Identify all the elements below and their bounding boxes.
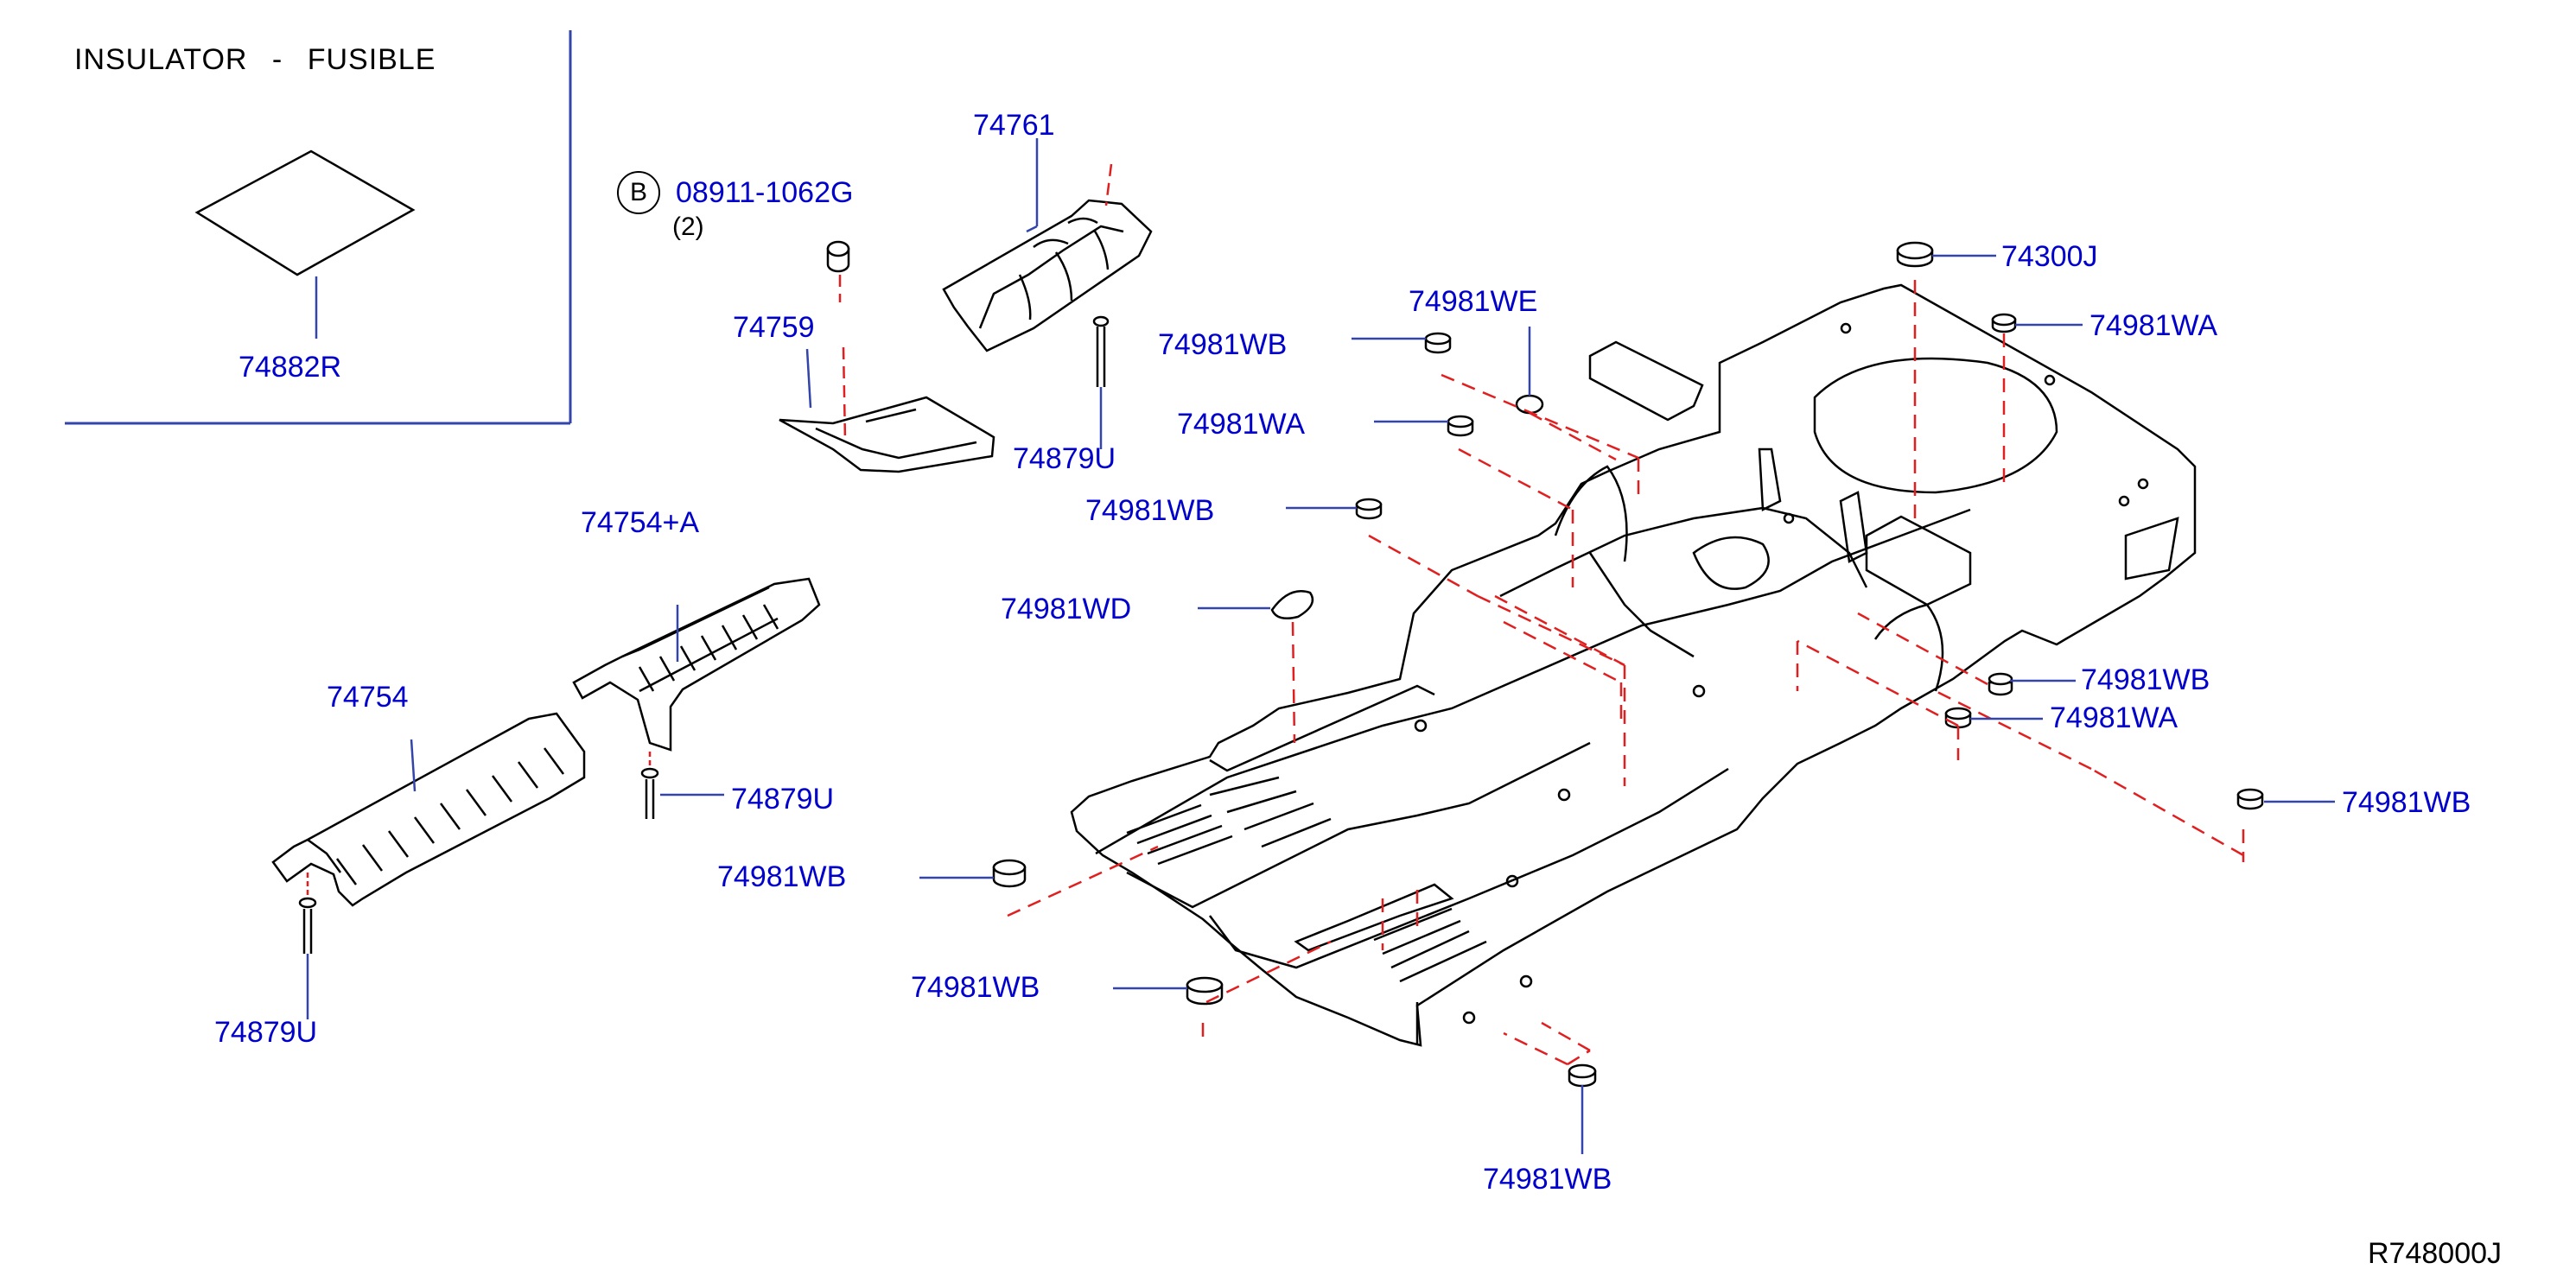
part-label-74754[interactable]: 74754 [327,681,409,714]
part-label-74981WA-1[interactable]: 74981WA [2089,309,2218,342]
plugs-shapes [992,241,2264,1088]
part-label-08911-1062G[interactable]: 08911-1062G [676,176,854,209]
part-label-74981WB-1[interactable]: 74981WB [1158,328,1288,361]
part-label-74754A[interactable]: 74754+A [581,506,700,539]
part-label-74981WA-2[interactable]: 74981WA [1177,408,1306,441]
part-label-74300J[interactable]: 74300J [2001,240,2098,273]
inset-title-right: FUSIBLE [307,43,436,76]
inset-title: INSULATOR - FUSIBLE [74,43,436,77]
part-label-74759[interactable]: 74759 [733,311,815,344]
part-label-74981WB-4[interactable]: 74981WB [2342,786,2471,819]
part-label-74981WE[interactable]: 74981WE [1409,285,1538,318]
floor-pan-shape [1070,283,2197,1047]
bolt-shape-b [640,752,724,819]
part-label-74981WB-7[interactable]: 74981WB [1483,1163,1612,1196]
heat-insulator-74759-shape [779,346,995,473]
part-label-74981WB-5[interactable]: 74981WB [717,860,847,893]
heat-insulator-74754-shape [271,712,586,907]
leader-lines [919,254,2335,1154]
nut-shape [826,240,850,302]
bolt-shape-a [1092,315,1110,449]
heat-insulator-74754A-shape [572,577,821,752]
inset-title-separator: - [271,43,283,76]
bolt-quantity: (2) [672,213,704,241]
part-label-74981WB-2[interactable]: 74981WB [1085,494,1215,527]
part-label-74882R[interactable]: 74882R [239,351,342,384]
inset-frame [65,30,572,425]
part-label-74761[interactable]: 74761 [973,109,1055,142]
bolt-symbol-circle: B [617,171,660,214]
inset-title-left: INSULATOR [74,43,248,76]
part-label-74879U-a[interactable]: 74879U [1013,442,1116,475]
part-label-74981WB-3[interactable]: 74981WB [2081,663,2210,696]
diagram-reference-code: R748000J [2368,1237,2503,1270]
bolt-shape-c [298,873,317,1019]
assembly-dash-lines [1007,280,2245,1066]
part-label-74981WB-6[interactable]: 74981WB [911,971,1040,1004]
heat-insulator-74761-shape [942,138,1153,352]
part-label-74981WD[interactable]: 74981WD [1001,593,1132,625]
part-label-74981WA-3[interactable]: 74981WA [2050,701,2178,734]
insulator-sheet-shape [194,149,416,339]
part-label-74879U-b[interactable]: 74879U [731,783,835,816]
part-label-74879U-c[interactable]: 74879U [214,1016,318,1049]
